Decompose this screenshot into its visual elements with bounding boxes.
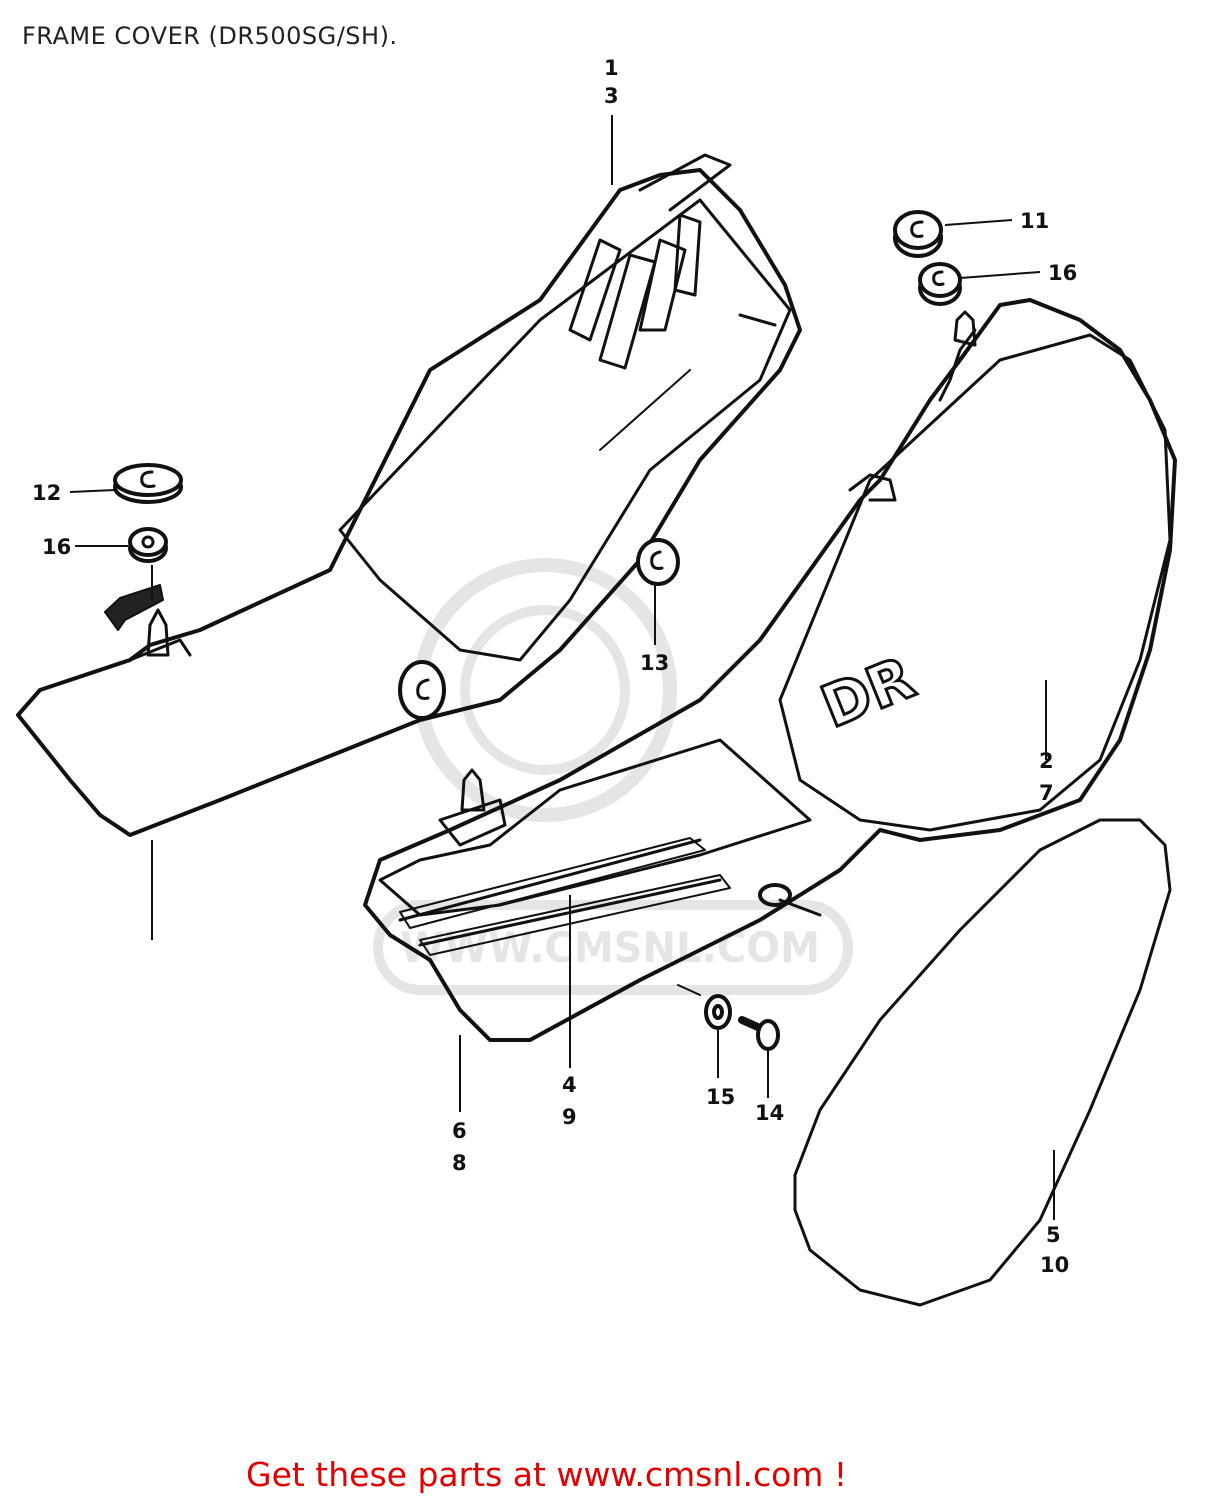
grommet-12 [113,463,183,504]
cmsnl-parts-link[interactable]: Get these parts at www.cmsnl.com ! [246,1455,848,1494]
grommet-16-left [128,527,168,563]
parts-diagram: WWW.CMSNL.COM [16,56,1177,1307]
callout-16-right: 16 [1048,261,1077,285]
callout-14: 14 [755,1101,784,1125]
leader-11 [944,219,1013,226]
left-cover-vent-slot-2 [598,253,657,370]
callout-11: 11 [1020,209,1049,233]
leader-16-right [959,271,1041,279]
cmsnl-watermark-logo: WWW.CMSNL.COM [373,558,853,995]
right-cover-mounting-post-bottom [460,768,486,812]
right-cover-bolt-hole [758,883,792,907]
right-cover-number-plate [778,333,1172,832]
callout-13: 13 [640,651,669,675]
callout-3: 3 [604,84,619,108]
callout-7: 7 [1039,781,1054,805]
callout-12: 12 [32,481,61,505]
callout-6: 6 [452,1119,467,1143]
front-direction-arrow-icon [104,584,164,631]
washer-15 [704,994,732,1030]
number-plate [793,818,1172,1307]
screw-14 [738,1016,780,1051]
grommet-11 [893,210,943,258]
grommet-16-right [918,262,962,306]
callout-2: 2 [1039,749,1054,773]
grommet-left-cover [398,660,446,720]
grommet-13 [636,538,680,586]
callout-labels: 1 3 11 16 12 16 13 2 7 4 9 6 8 15 14 5 1… [32,56,1077,1277]
left-cover-vent-slot-4 [673,213,702,297]
callout-8: 8 [452,1151,467,1175]
left-cover-inner-panel [338,198,792,662]
callout-10: 10 [1040,1253,1069,1277]
right-frame-cover [363,298,1177,1042]
callout-5: 5 [1046,1223,1061,1247]
dr-decal: DR [812,643,924,741]
diagram-title: FRAME COVER (DR500SG/SH). [22,22,398,50]
callout-16-left: 16 [42,535,71,559]
leader-12 [69,489,116,493]
left-cover-vent-slot-3 [638,238,687,332]
callout-15: 15 [706,1085,735,1109]
left-frame-cover [16,168,802,837]
left-cover-mounting-post [146,608,170,657]
callout-9: 9 [562,1105,577,1129]
left-cover-vent-slot-1 [568,238,622,342]
callout-4: 4 [562,1073,577,1097]
right-cover-mounting-post-top [953,310,977,347]
callout-1: 1 [604,56,619,80]
watermark-url: WWW.CMSNL.COM [400,923,820,972]
